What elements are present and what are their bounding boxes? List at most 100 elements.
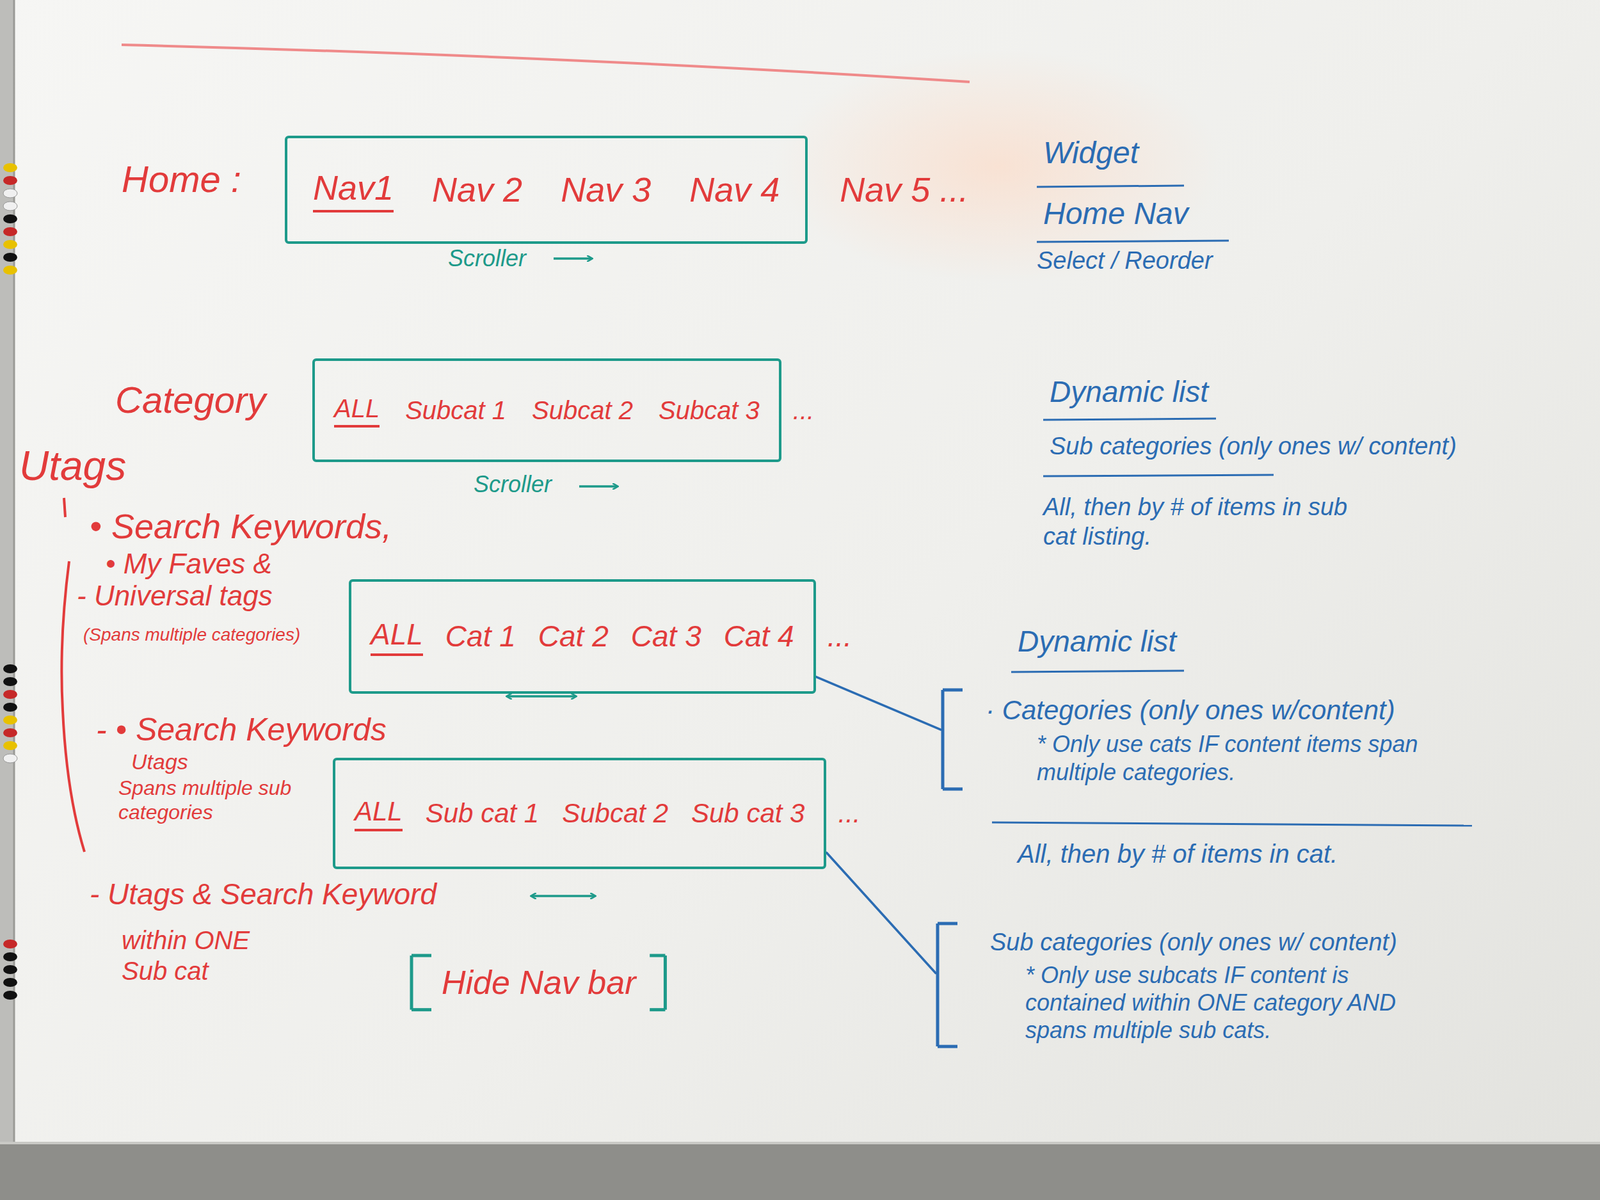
magnet xyxy=(3,939,18,949)
tab-label: Nav 3 xyxy=(560,168,651,211)
marker-tray-edge xyxy=(0,1141,1600,1145)
magnet xyxy=(3,188,18,198)
magnet xyxy=(3,728,18,738)
bracket-box: Hide Nav bar xyxy=(409,953,668,1012)
tab-label: Subcat 2 xyxy=(531,394,633,426)
bracket-line xyxy=(936,923,940,1047)
blue-rule xyxy=(1043,474,1274,477)
double-arrow xyxy=(531,894,596,898)
board-note: Home : xyxy=(121,156,242,202)
board-note: ... xyxy=(792,394,815,426)
bracket-line xyxy=(937,922,958,926)
double-arrow xyxy=(506,695,576,698)
board-note: Sub categories (only ones w/ content) xyxy=(1049,432,1457,462)
board-note: - Universal tags xyxy=(76,579,273,614)
board-note: within ONE Sub cat xyxy=(121,924,282,987)
magnet xyxy=(3,753,18,763)
bracket-line xyxy=(649,1008,665,1012)
tab-label: Sub cat 3 xyxy=(691,797,805,830)
note-text: * Only use subcats IF content is contain… xyxy=(935,961,1435,1045)
scroll-arrow xyxy=(579,485,618,488)
tab-label: Subcat 3 xyxy=(658,394,760,426)
blue-rule xyxy=(1036,185,1184,187)
tab-label: Cat 3 xyxy=(631,618,702,655)
bracket-note: · Categories (only ones w/content)* Only… xyxy=(940,688,1504,793)
magnet xyxy=(3,265,18,275)
board-note: All, then by # of items in cat. xyxy=(1017,838,1338,870)
red-tick xyxy=(64,497,66,518)
magnet xyxy=(3,952,18,962)
board-note: All, then by # of items in sub cat listi… xyxy=(1043,492,1376,552)
magnet xyxy=(3,664,18,674)
magnet xyxy=(3,201,18,211)
tab-label: Nav1 xyxy=(312,167,394,213)
note-text: * Only use cats IF content items span mu… xyxy=(940,730,1498,786)
board-note: Scroller xyxy=(473,470,552,498)
board-note: - Utags & Search Keyword xyxy=(89,876,437,912)
magnet xyxy=(3,702,18,712)
magnet xyxy=(3,741,18,751)
magnet xyxy=(3,965,18,975)
magnets xyxy=(3,163,18,1000)
board-note: - • Search Keywords xyxy=(96,710,387,749)
board-note: Dynamic list xyxy=(1017,624,1177,660)
bracket-line xyxy=(411,1008,432,1012)
board-note: Spans multiple sub categories xyxy=(118,775,298,825)
leader-connector xyxy=(826,852,936,973)
magnet xyxy=(3,990,18,1000)
tab-label: ALL xyxy=(354,795,403,832)
tab-label: Subcat 2 xyxy=(561,797,669,830)
magnet xyxy=(3,252,18,262)
bracket-line xyxy=(941,689,945,790)
board-note: (Spans multiple categories) xyxy=(83,624,301,646)
blue-rule xyxy=(1043,418,1216,420)
board-note: Utags xyxy=(19,441,127,491)
board-note: • My Faves & xyxy=(105,547,272,582)
blue-rule xyxy=(1011,670,1184,672)
board-note: Nav 5 ... xyxy=(839,168,969,211)
bracket-note: Sub categories (only ones w/ content)* O… xyxy=(935,921,1512,1051)
scroller-box: Nav1 Nav 2 Nav 3 Nav 4 xyxy=(284,135,808,244)
leader-connector xyxy=(816,676,941,730)
magnet xyxy=(3,977,18,987)
magnet xyxy=(3,227,18,237)
scroller-box: ALL Cat 1 Cat 2 Cat 3 Cat 4 xyxy=(348,579,816,694)
magnet xyxy=(3,240,18,249)
magnet xyxy=(3,163,18,173)
note-text: Hide Nav bar xyxy=(441,962,636,1003)
magnet xyxy=(3,715,18,725)
magnet xyxy=(3,214,18,224)
board-note: Utags xyxy=(131,748,189,776)
magnet xyxy=(3,677,18,687)
note-heading: Sub categories (only ones w/ content) xyxy=(935,928,1503,958)
bracket-line xyxy=(411,954,432,958)
tab-label: ALL xyxy=(370,616,424,656)
tab-label: Nav 4 xyxy=(689,168,780,211)
tab-label: Cat 2 xyxy=(538,618,609,655)
note-heading: · Categories (only ones w/content) xyxy=(940,694,1496,727)
board-note: Scroller xyxy=(448,244,527,272)
heading-rule xyxy=(121,44,970,82)
blue-rule xyxy=(992,822,1472,826)
marker-tray xyxy=(0,1142,1600,1200)
tab-label: Cat 4 xyxy=(723,618,795,655)
board-note: ... xyxy=(827,618,852,655)
tab-label: Nav 2 xyxy=(432,168,523,211)
tab-label: Cat 1 xyxy=(445,618,516,655)
scroll-arrow xyxy=(553,257,592,260)
bracket-line xyxy=(663,955,667,1010)
bracket-line xyxy=(942,688,963,692)
bracket-line xyxy=(410,955,414,1010)
bracket-line xyxy=(937,1045,958,1049)
board-note: Widget xyxy=(1043,134,1139,172)
magnet xyxy=(3,176,18,185)
tab-label: ALL xyxy=(334,392,380,428)
scroller-box: ALL Sub cat 1 Subcat 2 Sub cat 3 xyxy=(332,757,827,870)
board-note: Select / Reorder xyxy=(1036,246,1213,276)
tab-label: Sub cat 1 xyxy=(425,797,539,830)
board-note: • Search Keywords, xyxy=(89,505,392,548)
board-note: Category xyxy=(115,377,266,423)
scroller-box: ALLSubcat 1Subcat 2Subcat 3 xyxy=(312,358,782,463)
